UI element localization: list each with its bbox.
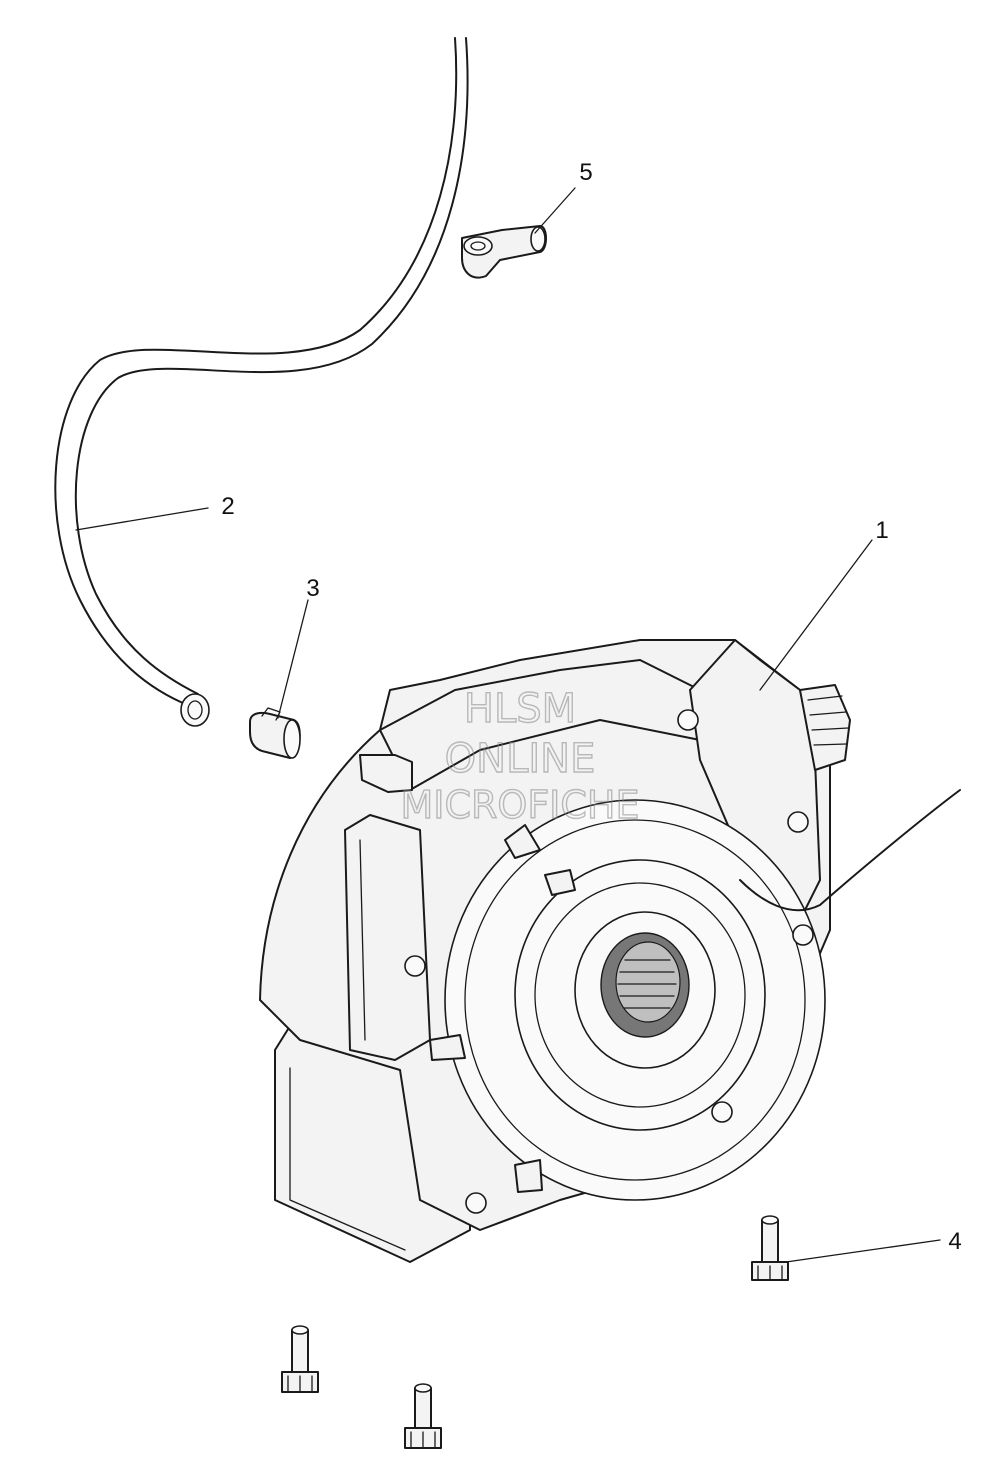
differential-housing[interactable] bbox=[259, 639, 961, 1263]
watermark-line-1: HLSM bbox=[464, 686, 576, 732]
callout-5: 5 bbox=[579, 159, 592, 186]
hose-clamp[interactable] bbox=[249, 707, 301, 759]
watermark: HLSM ONLINE MICROFICHE bbox=[400, 685, 640, 827]
flange-bolt-lower-middle[interactable] bbox=[404, 1383, 442, 1449]
flange-bolt-heads bbox=[404, 709, 814, 1214]
leader-lines bbox=[75, 187, 941, 1263]
callout-2: 2 bbox=[221, 493, 234, 520]
flange-bolt-lower-left[interactable] bbox=[281, 1325, 319, 1393]
elbow-fitting[interactable] bbox=[461, 225, 547, 279]
watermark-line-3: MICROFICHE bbox=[400, 783, 639, 827]
callout-1: 1 bbox=[875, 517, 888, 544]
watermark-line-2: ONLINE bbox=[445, 736, 596, 782]
callout-3: 3 bbox=[306, 575, 319, 602]
flange-bolt-4[interactable] bbox=[751, 1215, 789, 1281]
vent-hose[interactable] bbox=[54, 37, 469, 727]
callout-4: 4 bbox=[948, 1228, 961, 1255]
